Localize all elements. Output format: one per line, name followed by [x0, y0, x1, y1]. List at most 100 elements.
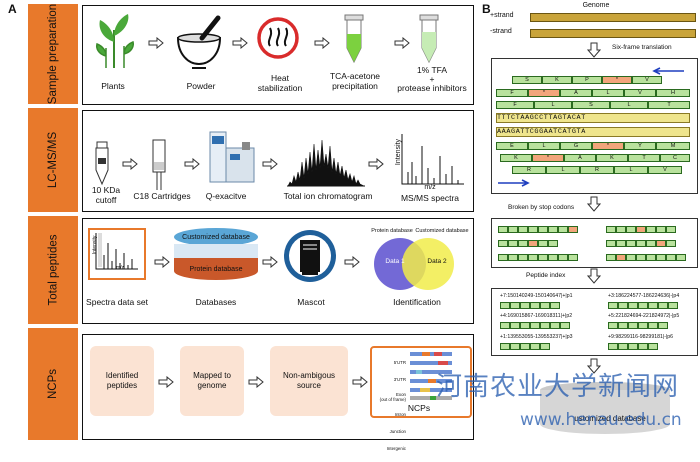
plus-strand-label: +strand — [490, 12, 514, 19]
peptide-entry: +4:169015867-169018311|+|p2 — [500, 313, 573, 319]
six-frame-label: Six-frame translation — [612, 44, 672, 51]
down-arrow-icon — [587, 268, 601, 284]
arrow-icon — [344, 256, 360, 268]
codon: K — [596, 154, 628, 162]
cutoff-label: 10 KDa cutoff — [91, 185, 121, 205]
stage-total-peptides: Total peptides — [28, 216, 78, 324]
spectra-stack-plot — [95, 233, 138, 270]
stop-codon: * — [592, 142, 624, 150]
arrow-icon — [262, 158, 278, 170]
arrow-icon — [248, 376, 264, 388]
codon: L — [610, 101, 648, 109]
panel-letter-b: B — [482, 2, 491, 16]
arrow-icon — [352, 376, 368, 388]
tube-green-icon — [344, 14, 364, 64]
msms-label: MS/MS spectra — [400, 193, 460, 203]
ncps-label: NCPs — [407, 403, 431, 413]
stage-lcms: LC-MS/MS — [28, 108, 78, 212]
ncp-type: 5'UTR — [393, 359, 406, 365]
tube-light-icon — [419, 14, 439, 64]
peptide-entry: +9:98299116-98299181|-|p6 — [608, 334, 674, 340]
arrow-icon — [232, 37, 248, 49]
stage-sample-preparation: Sample preparation — [28, 4, 78, 104]
peptide-row — [500, 322, 570, 329]
tic-label: Total ion chromatogram — [283, 191, 373, 201]
stage-ncps: NCPs — [28, 328, 78, 440]
qex-label: Q-exacitve — [205, 191, 247, 201]
codon: K — [500, 154, 532, 162]
mascot-icon — [284, 230, 336, 282]
codon: F — [496, 101, 534, 109]
watermark-cn: 河南农业大学新闻网 — [436, 372, 680, 402]
msms-mz-label: m/z — [424, 184, 436, 191]
identified-peptides-pill: Identified peptides — [90, 346, 154, 416]
ncp-type: Intron — [394, 411, 406, 417]
peptide-row — [500, 302, 560, 309]
down-arrow-icon — [587, 358, 601, 374]
codon: L — [614, 166, 648, 174]
msms-plot — [401, 134, 464, 185]
peptide-entry: +7:150140249-150140647|+|p1 — [500, 293, 573, 299]
codon: L — [528, 142, 560, 150]
fragment-row — [606, 254, 686, 261]
codon: T — [628, 154, 660, 162]
customized-database-label: ustomized database — [574, 414, 646, 423]
tfa-label: 1% TFA + protease inhibitors — [397, 65, 467, 93]
ncp-type: Exon (out of frame) — [379, 391, 406, 402]
codon: A — [560, 89, 592, 97]
venn-diagram — [374, 238, 454, 290]
codon: H — [656, 89, 690, 97]
frame-row: E L G * Y M — [496, 142, 690, 150]
fragment-row — [606, 226, 676, 233]
codon: V — [624, 89, 656, 97]
filter-tube-icon — [95, 141, 109, 186]
peptide-entry: +1:139553055-139553237|+|p3 — [500, 334, 573, 340]
broken-label: Broken by stop codons — [508, 204, 575, 211]
peptide-index-label: Peptide index — [526, 272, 566, 279]
fragment-row — [498, 254, 578, 261]
codon: L — [534, 101, 572, 109]
spectra-mz-label: m/z — [115, 265, 125, 271]
codon: V — [632, 76, 662, 84]
arrow-icon — [314, 37, 330, 49]
ncp-type: Junction — [389, 428, 406, 434]
codon: G — [560, 142, 592, 150]
codon: R — [580, 166, 614, 174]
venn-protein-db-label: Protein database — [371, 228, 413, 234]
genome-label: Genome — [582, 2, 610, 9]
identification-label: Identification — [393, 297, 441, 307]
peptide-entry: +3:186224577-186224636|-|p4 — [608, 293, 680, 299]
fragment-row — [498, 240, 558, 247]
minus-strand-bar — [530, 29, 696, 38]
reverse-arrow-icon — [652, 67, 684, 75]
venn-data2: Data 2 — [427, 258, 447, 265]
plants-label: Plants — [101, 81, 125, 91]
forward-arrow-icon — [498, 179, 530, 187]
frame-row: F * A L V H — [496, 89, 690, 97]
cartridge-icon — [152, 139, 166, 190]
arrow-icon — [122, 158, 138, 170]
mortar-icon — [176, 15, 222, 69]
mascot-label: Mascot — [297, 297, 325, 307]
arrow-icon — [148, 37, 164, 49]
ncp-type: Intergenic — [386, 446, 406, 452]
panel-letter-a: A — [8, 2, 17, 16]
peptide-row — [500, 343, 550, 350]
codon: V — [648, 166, 682, 174]
plus-strand-bar — [530, 13, 696, 22]
heat-icon — [257, 17, 299, 59]
codon: M — [656, 142, 690, 150]
codon: S — [572, 101, 610, 109]
sequence-bottom: AAAGATTCGGAATCATGTA — [496, 127, 690, 137]
lcms-box — [82, 110, 474, 212]
watermark-url: www.henau.edu.cn — [520, 410, 682, 430]
sequence-top: TTTCTAAGCCTTAGTACAT — [496, 113, 690, 123]
powder-label: Powder — [186, 81, 216, 91]
fragment-row — [498, 226, 578, 233]
spectra-frame — [88, 228, 146, 280]
plants-icon — [96, 14, 134, 68]
codon: F — [496, 89, 528, 97]
non-ambiguous-pill: Non-ambigous source — [270, 346, 348, 416]
venn-data1: Data 1 — [385, 258, 405, 265]
stop-codon: * — [532, 154, 564, 162]
